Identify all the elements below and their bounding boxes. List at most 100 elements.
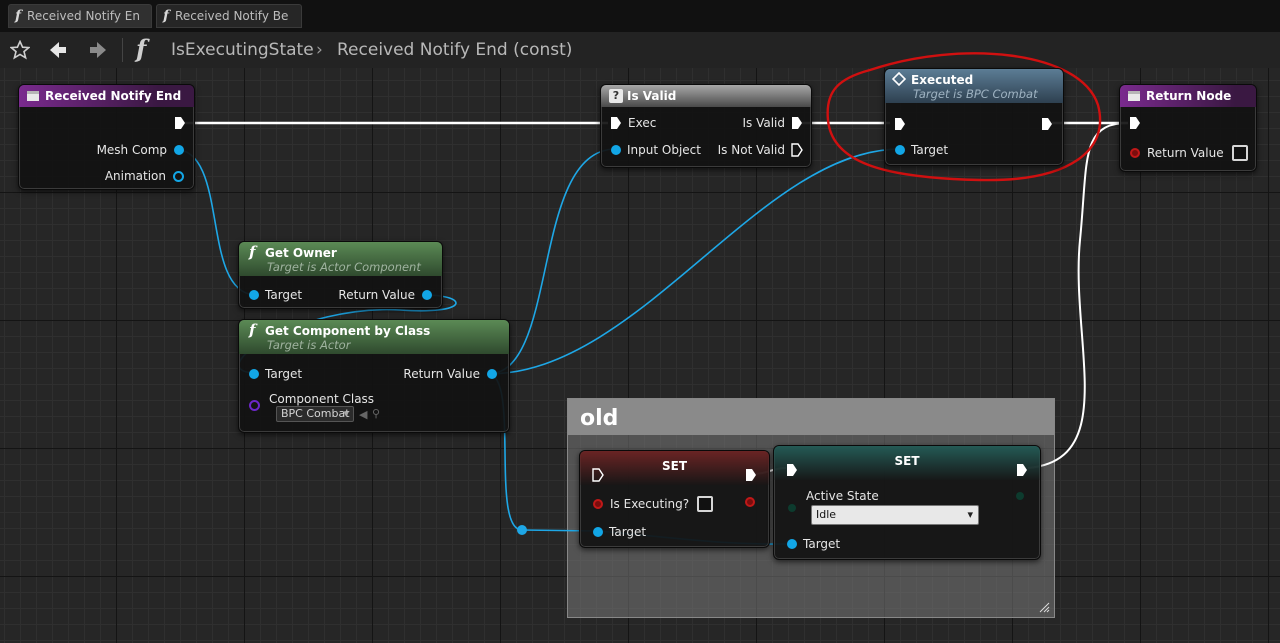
exec-output-pin-icon[interactable] — [791, 116, 803, 130]
pin-label: Input Object — [627, 143, 701, 157]
exec-output-pin-icon[interactable] — [1016, 463, 1028, 477]
tab-bar: f Received Notify En f Received Notify B… — [0, 0, 1280, 32]
pin-return-value[interactable]: Return Value — [403, 367, 497, 381]
active-state-dropdown[interactable]: Idle ▾ — [811, 505, 979, 525]
bool-output-pin-icon[interactable] — [745, 497, 755, 507]
exec-output-pin-icon[interactable] — [791, 143, 803, 157]
pin-target[interactable]: Target — [895, 143, 948, 157]
pin-return-value[interactable]: Return Value — [1130, 145, 1248, 161]
pin-label: Target — [265, 367, 303, 381]
chevron-down-icon: ▾ — [343, 407, 349, 420]
pin-label: Animation — [104, 169, 166, 183]
exec-output-pin-icon[interactable] — [745, 468, 757, 482]
browse-search-icon[interactable]: ⚲ — [372, 407, 381, 420]
forward-arrow-icon[interactable] — [84, 36, 112, 64]
pin-label: Is Not Valid — [717, 143, 785, 157]
object-pin-icon[interactable] — [895, 145, 905, 155]
node-is-valid[interactable]: ? Is Valid Exec Input Object Is Valid Is… — [600, 84, 812, 168]
pin-target[interactable]: Target — [787, 537, 840, 551]
resize-grip-icon[interactable] — [1038, 601, 1050, 613]
object-pin-icon[interactable] — [611, 145, 621, 155]
function-icon: f — [163, 8, 170, 24]
pin-label: Target — [609, 525, 647, 539]
pin-return-value[interactable]: Return Value — [338, 288, 432, 302]
use-selected-arrow-icon[interactable]: ◀ — [359, 408, 368, 421]
node-header[interactable] — [774, 446, 1040, 480]
exec-input-pin-icon[interactable] — [610, 116, 622, 130]
pin-is-not-valid[interactable]: Is Not Valid — [718, 143, 803, 157]
exec-input-pin-icon[interactable] — [592, 468, 604, 482]
object-pin-icon[interactable] — [422, 290, 432, 300]
exec-input-pin-icon[interactable] — [1129, 116, 1141, 130]
node-header[interactable]: f Get Component by Class Target is Actor — [239, 320, 509, 354]
node-set-is-executing[interactable]: SET Is Executing? Target — [579, 450, 770, 548]
function-icon: f — [15, 8, 22, 24]
tab-received-notify-begin[interactable]: f Received Notify Be — [156, 4, 302, 28]
object-pin-icon[interactable] — [487, 369, 497, 379]
pin-exec-input[interactable]: Exec — [610, 116, 656, 130]
node-header[interactable]: Received Notify End — [19, 85, 194, 107]
node-set-active-state[interactable]: SET Active State Idle ▾ Target — [773, 445, 1041, 560]
chevron-down-icon: ▾ — [967, 508, 973, 521]
tab-label: Received Notify Be — [175, 9, 289, 23]
object-pin-icon[interactable] — [173, 170, 184, 182]
pin-component-class-label: Component Class — [269, 392, 374, 406]
pin-input-object[interactable]: Input Object — [611, 143, 701, 157]
bool-pin-icon[interactable] — [593, 499, 603, 509]
dropdown-value: Idle — [816, 508, 837, 521]
node-return-node[interactable]: Return Node Return Value — [1119, 84, 1257, 172]
object-pin-icon[interactable] — [593, 527, 603, 537]
pin-label: Return Value — [403, 367, 480, 381]
pin-label: Return Value — [338, 288, 415, 302]
class-pin-icon[interactable] — [249, 400, 260, 411]
node-title: Is Valid — [627, 89, 677, 103]
node-header[interactable]: f Get Owner Target is Actor Component — [239, 242, 442, 276]
pin-active-state: Active State — [806, 489, 879, 503]
exec-output-pin-icon[interactable] — [1041, 117, 1053, 131]
pin-target[interactable]: Target — [249, 288, 302, 302]
pin-target[interactable]: Target — [249, 367, 302, 381]
node-received-notify-end[interactable]: Received Notify End Mesh Comp Animation — [18, 84, 195, 190]
pin-label: Target — [803, 537, 841, 551]
object-pin-icon[interactable] — [249, 290, 259, 300]
node-executed[interactable]: Executed Target is BPC Combat Target — [884, 68, 1064, 166]
tab-label: Received Notify En — [27, 9, 140, 23]
macro-question-icon: ? — [609, 89, 623, 103]
object-pin-icon[interactable] — [174, 145, 184, 155]
pin-animation[interactable]: Animation — [105, 169, 184, 183]
node-header[interactable]: Return Node — [1120, 85, 1256, 107]
pin-label: Active State — [806, 489, 879, 503]
return-value-checkbox[interactable] — [1231, 145, 1248, 161]
node-get-owner[interactable]: f Get Owner Target is Actor Component Ta… — [238, 241, 443, 309]
pin-label: Target — [265, 288, 303, 302]
object-pin-icon[interactable] — [249, 369, 259, 379]
pin-label: Is Executing? — [610, 497, 690, 511]
node-get-component-by-class[interactable]: f Get Component by Class Target is Actor… — [238, 319, 510, 433]
pin-target[interactable]: Target — [593, 525, 646, 539]
pin-mesh-comp[interactable]: Mesh Comp — [97, 143, 184, 157]
node-header[interactable]: Executed Target is BPC Combat — [885, 69, 1063, 103]
enum-output-pin-icon[interactable] — [1016, 492, 1024, 500]
favorite-star-icon[interactable] — [6, 36, 34, 64]
pin-component-class[interactable] — [249, 400, 268, 411]
exec-input-pin-icon[interactable] — [894, 117, 906, 131]
pin-is-executing[interactable]: Is Executing? — [593, 496, 714, 512]
bool-pin-icon[interactable] — [1130, 148, 1140, 158]
node-subtitle: Target is BPC Combat — [913, 87, 1038, 101]
enum-pin-icon[interactable] — [788, 504, 796, 512]
exec-input-pin-icon[interactable] — [786, 463, 798, 477]
node-header[interactable] — [580, 451, 769, 485]
object-pin-icon[interactable] — [787, 539, 797, 549]
comment-title[interactable]: old — [568, 399, 1054, 435]
node-header[interactable]: ? Is Valid — [601, 85, 811, 107]
tab-received-notify-end[interactable]: f Received Notify En — [8, 4, 152, 28]
function-return-icon — [1128, 91, 1140, 101]
is-executing-checkbox[interactable] — [697, 496, 714, 512]
breadcrumb-root[interactable]: IsExecutingState — [171, 40, 314, 60]
pin-is-valid[interactable]: Is Valid — [742, 116, 803, 130]
back-arrow-icon[interactable] — [44, 36, 72, 64]
exec-output-pin-icon[interactable] — [174, 116, 186, 130]
node-title: Executed — [911, 73, 974, 87]
component-class-dropdown[interactable]: BPC Combat ▾ — [276, 406, 354, 422]
function-icon: f — [249, 243, 256, 261]
